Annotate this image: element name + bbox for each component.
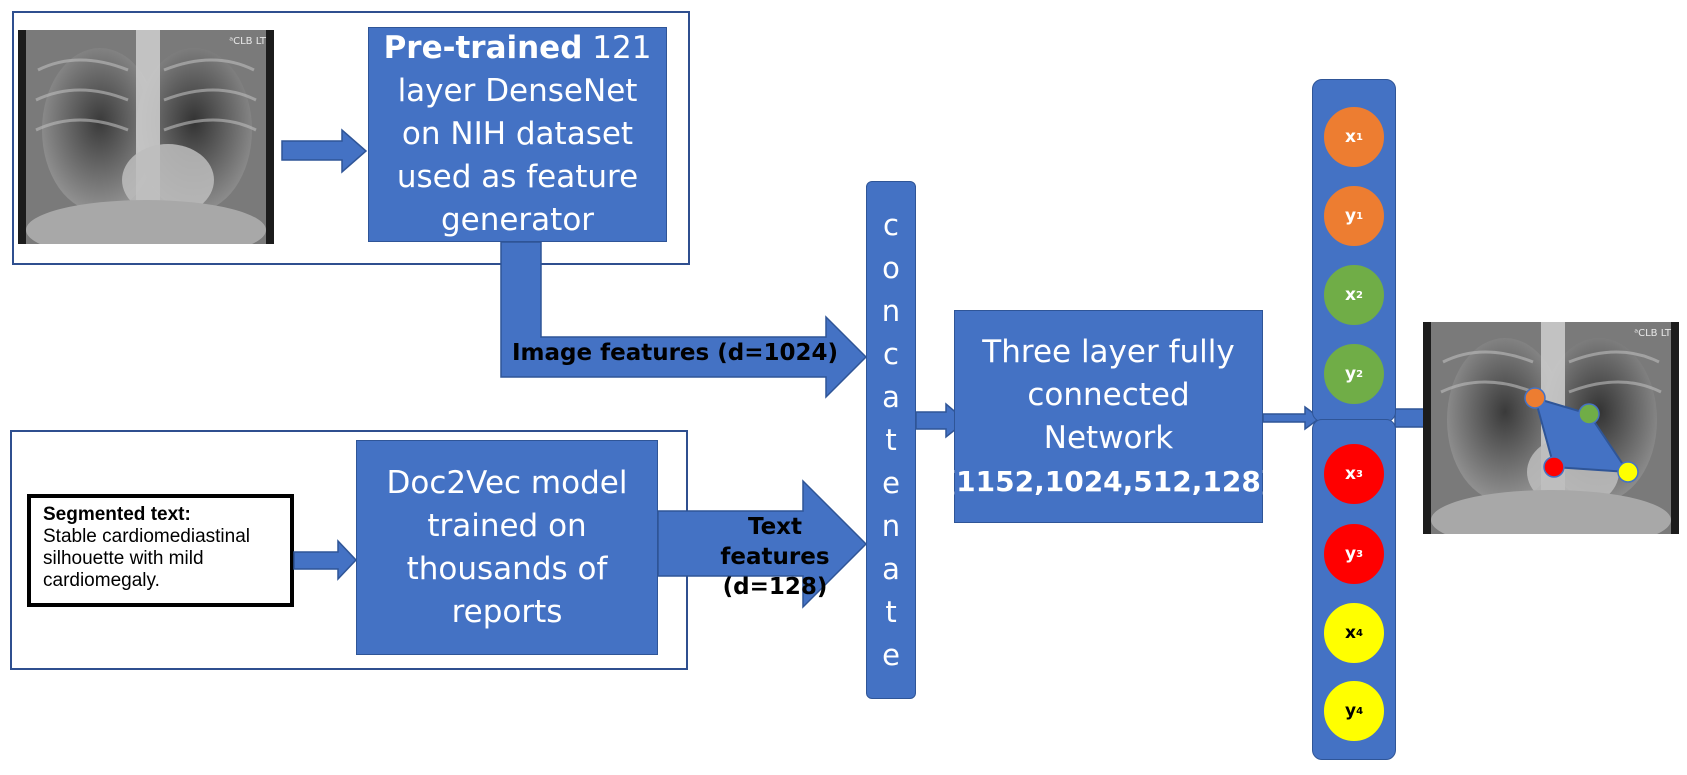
output-node-var: x	[1345, 127, 1356, 147]
arrow-text-features	[657, 479, 868, 609]
fc-line3: Network	[1043, 419, 1174, 456]
output-node-var: x	[1345, 464, 1356, 484]
concat-letter: n	[881, 293, 901, 328]
output-node-sub: 1	[1356, 131, 1363, 143]
text-features-line1: Text features	[720, 514, 830, 570]
fc-line1: Three layer fully	[982, 333, 1235, 370]
fc-line4: [1152,1024,512,128]	[943, 464, 1274, 498]
text-features-label: Text features (d=128)	[690, 512, 860, 602]
concat-letter: e	[882, 465, 900, 500]
pretrained-densenet-box: Pre-trained 121 layer DenseNet on NIH da…	[368, 27, 667, 242]
output-node-var: x	[1345, 285, 1356, 305]
landmark-3	[1543, 456, 1565, 478]
output-xray-marker-label: ᵃCLB LT	[1634, 328, 1671, 339]
arrow-text-to-doc2vec	[293, 539, 358, 581]
image-branch-frame	[12, 11, 690, 265]
xray-marker-label: ᵃCLB LT	[229, 36, 266, 47]
concat-letter: c	[883, 207, 899, 242]
concat-letter: a	[882, 551, 900, 586]
concat-letter: c	[883, 336, 899, 371]
output-node-sub: 4	[1356, 627, 1363, 639]
text-features-line2: (d=128)	[722, 574, 828, 600]
concat-letter: e	[882, 637, 900, 672]
fc-line2: connected	[1027, 376, 1190, 413]
output-node-sub: 3	[1356, 468, 1363, 480]
output-node-var: y	[1344, 206, 1357, 226]
output-xray-image	[1423, 322, 1679, 534]
fully-connected-network-box: Three layer fully connected Network [115…	[943, 310, 1274, 523]
output-node-var: y	[1344, 701, 1357, 721]
output-node-var: x	[1345, 623, 1356, 643]
output-node-var: y	[1344, 364, 1357, 384]
chest-xray-image	[18, 30, 274, 244]
pretrained-text: 121 layer DenseNet on NIH dataset used a…	[396, 30, 652, 238]
landmark-4	[1617, 461, 1639, 483]
arrow-xray-to-densenet	[281, 128, 368, 174]
concat-letter: o	[882, 250, 900, 285]
output-node-sub: 3	[1356, 548, 1364, 560]
pretrained-bold: Pre-trained	[383, 30, 583, 66]
concat-letter: t	[885, 594, 897, 629]
image-features-label: Image features (d=1024)	[511, 340, 839, 366]
concat-letter: a	[882, 379, 900, 414]
output-node-sub: 2	[1356, 289, 1363, 301]
output-node-sub: 2	[1356, 368, 1364, 380]
doc2vec-box: Doc2Vec model trained on thousands of re…	[356, 440, 658, 655]
segmented-text-box: Segmented text: Stable cardiomediastinal…	[27, 494, 294, 607]
output-node-sub: 4	[1356, 705, 1364, 717]
concat-letter: n	[881, 508, 901, 543]
landmark-2	[1578, 403, 1600, 425]
output-node-sub: 1	[1356, 210, 1364, 222]
segmented-text-title: Segmented text:	[43, 504, 191, 525]
output-chest-xray: ᵃCLB LT	[1423, 322, 1679, 534]
landmark-1	[1524, 387, 1546, 409]
output-node-var: y	[1344, 544, 1357, 564]
input-chest-xray: ᵃCLB LT	[18, 30, 274, 244]
concat-letter: t	[885, 422, 897, 457]
doc2vec-text: Doc2Vec model trained on thousands of re…	[386, 464, 628, 630]
segmented-text-body: Stable cardiomediastinal silhouette with…	[43, 526, 251, 591]
arrow-image-features	[500, 241, 868, 399]
